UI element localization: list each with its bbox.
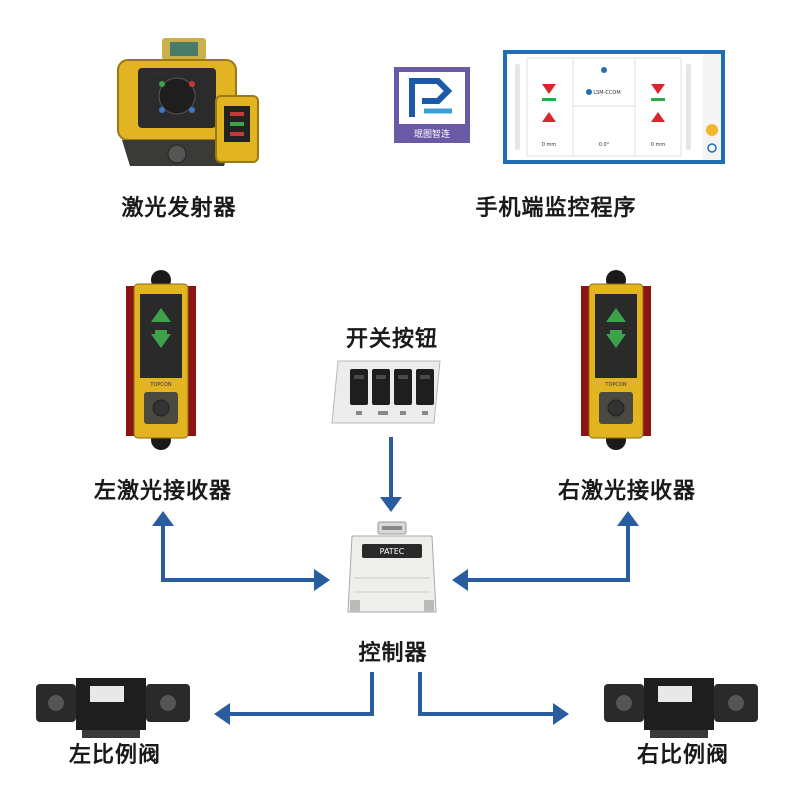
phone-app-label: 手机端监控程序 xyxy=(475,196,637,221)
controller-label: 控制器 xyxy=(358,641,428,666)
right-receiver-label: 右激光接收器 xyxy=(557,479,697,504)
arrow-head-left-valve xyxy=(214,703,230,725)
arrow-head-left-controller-right xyxy=(452,569,468,591)
app-right-up-icon xyxy=(651,112,665,122)
arrow-head-right-controller-left xyxy=(314,569,330,591)
arrow-head-down-controller xyxy=(380,497,402,512)
right-valve-image xyxy=(602,672,762,740)
app-left-down-icon xyxy=(542,84,556,94)
switch-buttons-image xyxy=(330,357,444,429)
left-receiver-brand: TOPCON xyxy=(149,382,171,388)
app-right-down-icon xyxy=(651,84,665,94)
controller-left-receiver-link xyxy=(161,524,316,582)
right-receiver-image: TOPCON xyxy=(577,268,655,458)
laser-transmitter-label: 激光发射器 xyxy=(121,196,237,221)
right-valve-label: 右比例阀 xyxy=(636,743,730,768)
left-valve-image xyxy=(34,672,194,740)
controller-to-right-valve-arrow xyxy=(418,672,555,716)
controller-right-receiver-link xyxy=(466,524,630,582)
app-logo-text: 珉图智连 xyxy=(414,128,450,140)
controller-image: PATEC xyxy=(344,518,440,622)
left-receiver-label: 左激光接收器 xyxy=(93,479,233,504)
right-receiver-brand: TOPCON xyxy=(604,382,626,388)
arrow-head-right-valve xyxy=(553,703,569,725)
app-logo: 珉图智连 xyxy=(394,67,470,143)
app-left-up-icon xyxy=(542,112,556,122)
left-valve-label: 左比例阀 xyxy=(68,743,162,768)
left-receiver-image: TOPCON xyxy=(122,268,200,458)
controller-to-left-valve-arrow xyxy=(228,672,374,716)
phone-app-screenshot: 0 mm LSM-CCOM 0.0° 0 mm xyxy=(503,50,725,164)
app-center-readout: 0.0° xyxy=(599,142,610,148)
switch-buttons-label: 开关按钮 xyxy=(345,327,439,352)
arrow-head-up-right-receiver xyxy=(617,511,639,526)
arrow-head-up-left-receiver xyxy=(152,511,174,526)
app-center-button: LSM-CCOM xyxy=(593,90,620,96)
laser-transmitter-image: RL-H5A xyxy=(112,34,272,174)
app-left-readout: 0 mm xyxy=(542,142,557,148)
app-right-readout: 0 mm xyxy=(651,142,666,148)
controller-brand: PATEC xyxy=(380,547,405,556)
transmitter-model-text: RL-H5A xyxy=(148,72,167,78)
